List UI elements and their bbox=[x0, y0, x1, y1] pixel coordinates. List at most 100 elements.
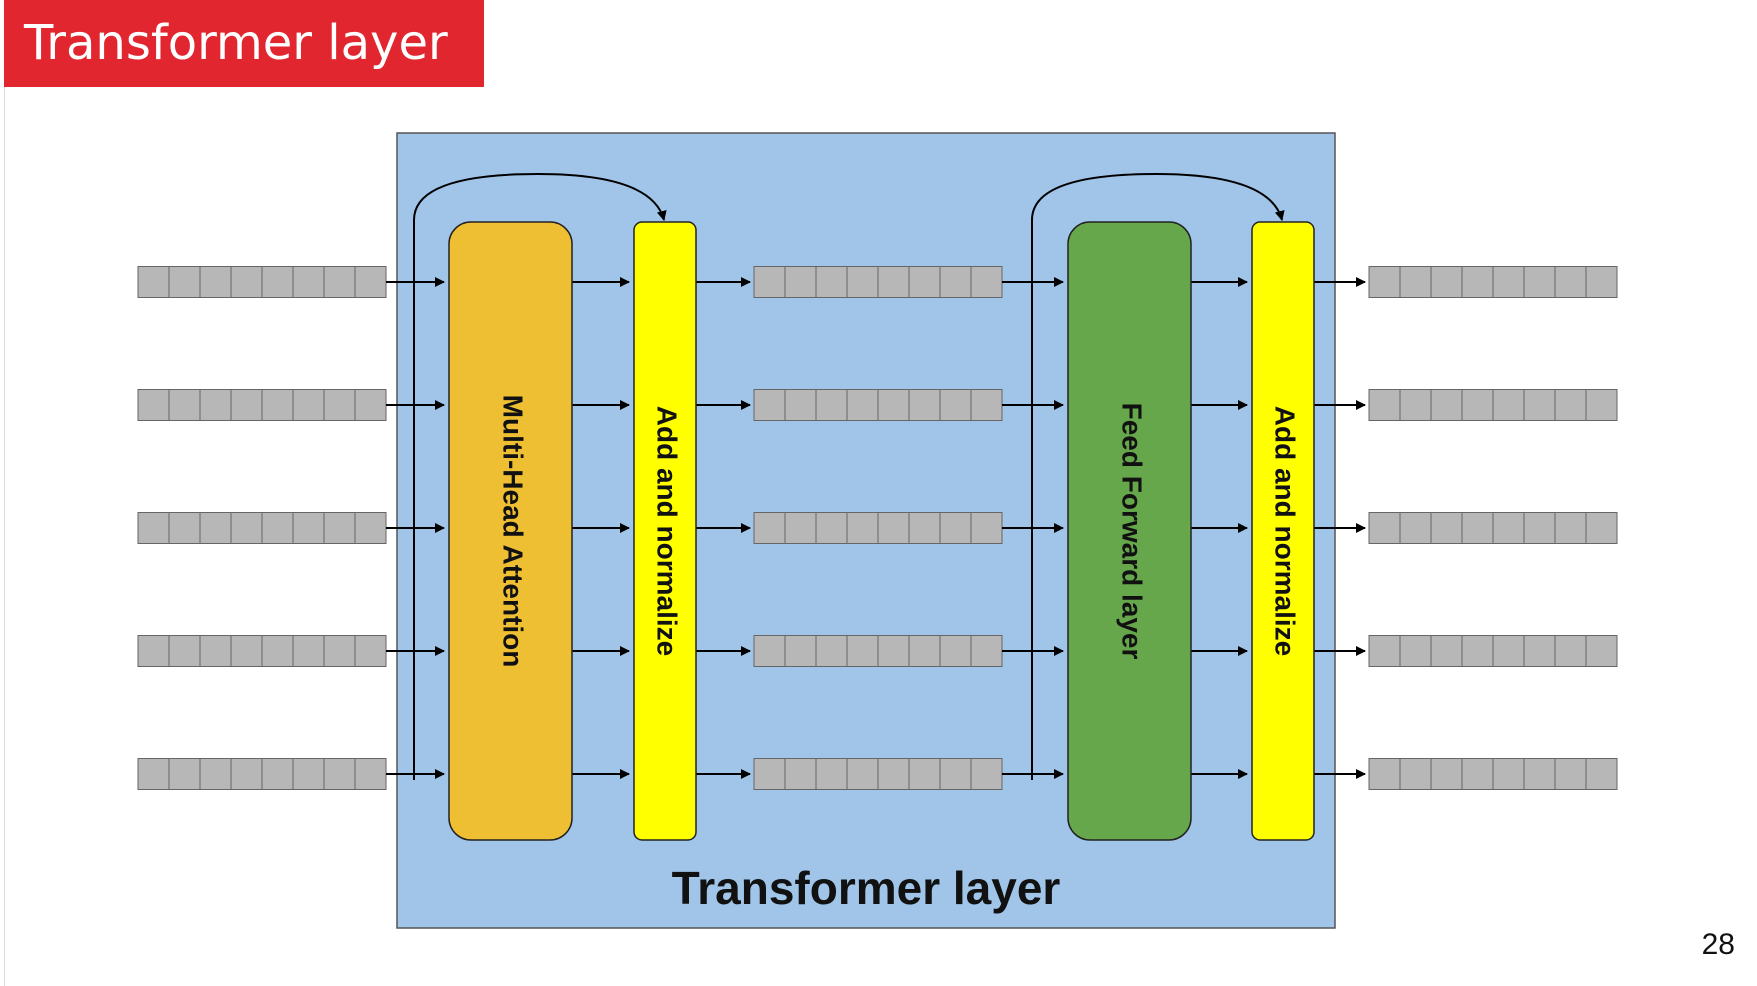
vector-cell bbox=[1399, 266, 1432, 298]
add-normalize-block-2 bbox=[1251, 221, 1315, 841]
vector-cell bbox=[1585, 266, 1618, 298]
vector-cell bbox=[230, 758, 263, 790]
output-vector bbox=[1368, 389, 1618, 421]
vector-cell bbox=[1461, 758, 1494, 790]
page-number: 28 bbox=[1701, 928, 1735, 961]
feed-forward-label: Feed Forward layer bbox=[1117, 403, 1148, 660]
slide-title: Transformer layer bbox=[24, 15, 448, 71]
vector-cell bbox=[877, 266, 910, 298]
vector-cell bbox=[815, 635, 848, 667]
vector-cell bbox=[1523, 635, 1556, 667]
add-normalize-label-1: Add and normalize bbox=[652, 406, 683, 656]
vector-cell bbox=[1368, 266, 1401, 298]
vector-cell bbox=[1554, 758, 1587, 790]
vector-cell bbox=[199, 266, 232, 298]
intermediate-vector bbox=[753, 635, 1003, 667]
vector-cell bbox=[230, 635, 263, 667]
add-normalize-block-1 bbox=[633, 221, 697, 841]
vector-cell bbox=[877, 512, 910, 544]
vector-cell bbox=[292, 389, 325, 421]
vector-cell bbox=[1523, 266, 1556, 298]
vector-cell bbox=[323, 266, 356, 298]
vector-cell bbox=[1368, 512, 1401, 544]
output-vector bbox=[1368, 635, 1618, 667]
vector-cell bbox=[846, 758, 879, 790]
vector-cell bbox=[846, 389, 879, 421]
vector-cell bbox=[815, 266, 848, 298]
vector-cell bbox=[939, 389, 972, 421]
vector-cell bbox=[230, 389, 263, 421]
vector-cell bbox=[970, 266, 1003, 298]
vector-cell bbox=[1430, 635, 1463, 667]
vector-cell bbox=[1461, 512, 1494, 544]
vector-cell bbox=[877, 758, 910, 790]
diagram-caption: Transformer layer bbox=[672, 862, 1061, 914]
vector-cell bbox=[1492, 266, 1525, 298]
vector-cell bbox=[1492, 758, 1525, 790]
vector-cell bbox=[230, 512, 263, 544]
vector-cell bbox=[1399, 635, 1432, 667]
vector-cell bbox=[753, 512, 786, 544]
input-vector bbox=[137, 266, 387, 298]
vector-cell bbox=[137, 758, 170, 790]
vector-cell bbox=[323, 635, 356, 667]
vector-cell bbox=[168, 512, 201, 544]
intermediate-vector bbox=[753, 512, 1003, 544]
vector-cell bbox=[908, 512, 941, 544]
vector-cell bbox=[199, 635, 232, 667]
vector-cell bbox=[908, 635, 941, 667]
vector-cell bbox=[199, 389, 232, 421]
vector-cell bbox=[1523, 758, 1556, 790]
vector-cell bbox=[292, 635, 325, 667]
vector-cell bbox=[846, 635, 879, 667]
vector-cell bbox=[1368, 758, 1401, 790]
input-vector bbox=[137, 389, 387, 421]
vector-cell bbox=[1585, 389, 1618, 421]
vector-cell bbox=[1368, 635, 1401, 667]
vector-cell bbox=[784, 635, 817, 667]
vector-cell bbox=[1430, 512, 1463, 544]
input-vector bbox=[137, 758, 387, 790]
intermediate-vector bbox=[753, 758, 1003, 790]
vector-cell bbox=[753, 266, 786, 298]
vector-cell bbox=[970, 635, 1003, 667]
vector-cell bbox=[1399, 758, 1432, 790]
vector-cell bbox=[784, 758, 817, 790]
vector-cell bbox=[970, 758, 1003, 790]
vector-cell bbox=[784, 389, 817, 421]
vector-cell bbox=[1554, 389, 1587, 421]
vector-cell bbox=[939, 758, 972, 790]
vector-cell bbox=[1554, 635, 1587, 667]
title-bar: Transformer layer bbox=[4, 0, 484, 87]
vector-cell bbox=[168, 758, 201, 790]
intermediate-vectors bbox=[753, 266, 1003, 790]
vector-cell bbox=[261, 512, 294, 544]
input-vectors bbox=[137, 266, 387, 790]
vector-cell bbox=[261, 266, 294, 298]
vector-cell bbox=[908, 758, 941, 790]
residual-connection-2 bbox=[1031, 172, 1285, 780]
vector-cell bbox=[939, 512, 972, 544]
vector-cell bbox=[1585, 758, 1618, 790]
attention-label: Multi-Head Attention bbox=[498, 395, 529, 668]
vector-cell bbox=[1461, 635, 1494, 667]
vector-cell bbox=[815, 512, 848, 544]
vector-cell bbox=[1523, 389, 1556, 421]
vector-cell bbox=[354, 512, 387, 544]
vector-cell bbox=[354, 389, 387, 421]
vector-cell bbox=[323, 758, 356, 790]
intermediate-vector bbox=[753, 389, 1003, 421]
vector-cell bbox=[137, 266, 170, 298]
vector-cell bbox=[1492, 635, 1525, 667]
vector-cell bbox=[939, 635, 972, 667]
vector-cell bbox=[323, 389, 356, 421]
vector-cell bbox=[970, 512, 1003, 544]
input-vector bbox=[137, 635, 387, 667]
vector-cell bbox=[1430, 266, 1463, 298]
add-normalize-label-2: Add and normalize bbox=[1270, 406, 1301, 656]
vector-cell bbox=[354, 266, 387, 298]
output-vector bbox=[1368, 758, 1618, 790]
vector-cell bbox=[815, 758, 848, 790]
vector-cell bbox=[970, 389, 1003, 421]
input-vector bbox=[137, 512, 387, 544]
